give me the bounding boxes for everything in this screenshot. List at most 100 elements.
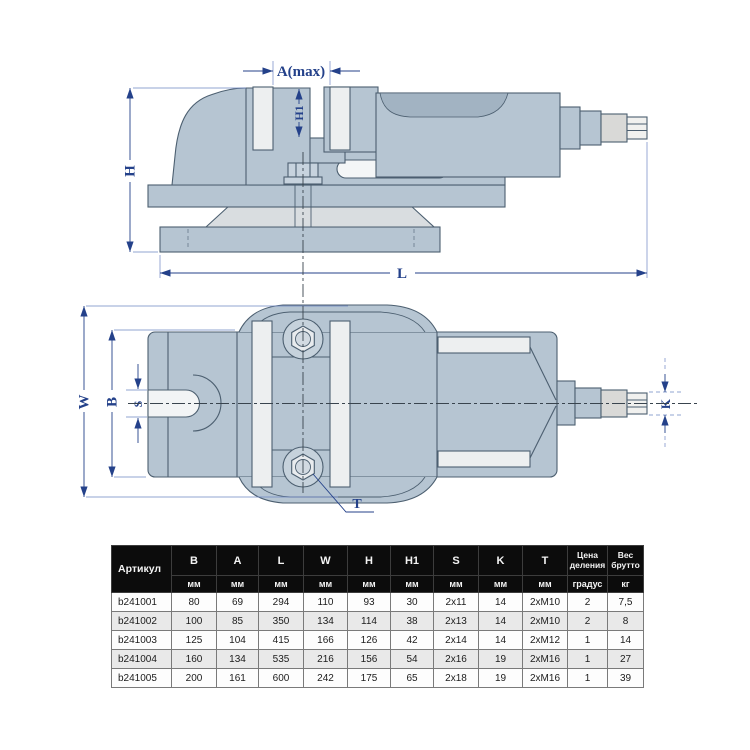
dim-l bbox=[159, 142, 648, 278]
value-cell: 350 bbox=[258, 611, 304, 631]
value-cell: 38 bbox=[390, 611, 434, 631]
value-cell: 156 bbox=[347, 649, 391, 669]
dim-b bbox=[108, 329, 235, 478]
value-cell: 2 bbox=[567, 592, 608, 612]
swivel-base bbox=[204, 204, 436, 228]
value-cell: 2xM12 bbox=[522, 630, 568, 650]
value-cell: 14 bbox=[478, 630, 523, 650]
unit-a: мм bbox=[216, 575, 259, 593]
value-cell: 85 bbox=[216, 611, 259, 631]
screw-boss bbox=[556, 380, 576, 426]
top-view bbox=[147, 304, 648, 504]
value-cell: 2x16 bbox=[433, 649, 479, 669]
value-cell: 600 bbox=[258, 668, 304, 688]
slide-bar bbox=[147, 184, 506, 208]
dim-label-t: T bbox=[352, 497, 362, 512]
guide-rail-bottom bbox=[437, 450, 531, 468]
value-cell: 2 bbox=[567, 611, 608, 631]
col-header-scale-division: Цена деления bbox=[567, 545, 608, 576]
col-header-h: H bbox=[347, 545, 391, 576]
col-header-w: W bbox=[303, 545, 348, 576]
dim-label-h1: H1 bbox=[292, 105, 306, 120]
value-cell: 1 bbox=[567, 649, 608, 669]
value-cell: 200 bbox=[171, 668, 217, 688]
col-header-s: S bbox=[433, 545, 479, 576]
value-cell: 14 bbox=[607, 630, 644, 650]
article-cell: b241004 bbox=[111, 649, 172, 669]
value-cell: 93 bbox=[347, 592, 391, 612]
dim-a-max bbox=[243, 61, 360, 85]
col-header-b: B bbox=[171, 545, 217, 576]
value-cell: 134 bbox=[303, 611, 348, 631]
unit-gross-weight: кг bbox=[607, 575, 644, 593]
value-cell: 54 bbox=[390, 649, 434, 669]
col-header-k: K bbox=[478, 545, 523, 576]
dim-h bbox=[126, 87, 246, 253]
unit-k: мм bbox=[478, 575, 523, 593]
value-cell: 2xM10 bbox=[522, 592, 568, 612]
value-cell: 415 bbox=[258, 630, 304, 650]
unit-l: мм bbox=[258, 575, 304, 593]
header-row-labels: Артикул B A L W H H1 S K T Цена деления … bbox=[111, 545, 644, 593]
value-cell: 80 bbox=[171, 592, 217, 612]
value-cell: 166 bbox=[303, 630, 348, 650]
dim-t-leader bbox=[312, 473, 374, 513]
value-cell: 242 bbox=[303, 668, 348, 688]
dim-label-a-max: A(max) bbox=[277, 64, 325, 80]
unit-t: мм bbox=[522, 575, 568, 593]
value-cell: 2x13 bbox=[433, 611, 479, 631]
value-cell: 110 bbox=[303, 592, 348, 612]
base-plate bbox=[159, 226, 441, 253]
screw-square-end bbox=[626, 116, 648, 140]
unit-w: мм bbox=[303, 575, 348, 593]
vise-technical-drawing: A(max) H1 H L bbox=[77, 61, 700, 513]
value-cell: 69 bbox=[216, 592, 259, 612]
value-cell: 216 bbox=[303, 649, 348, 669]
article-cell: b241005 bbox=[111, 668, 172, 688]
col-header-t: T bbox=[522, 545, 568, 576]
col-header-l: L bbox=[258, 545, 304, 576]
value-cell: 14 bbox=[478, 592, 523, 612]
dim-label-w: W bbox=[77, 395, 93, 410]
unit-h: мм bbox=[347, 575, 391, 593]
dim-w bbox=[80, 305, 348, 498]
value-cell: 1 bbox=[567, 668, 608, 688]
value-cell: 19 bbox=[478, 668, 523, 688]
value-cell: 2x11 bbox=[433, 592, 479, 612]
screw-step2 bbox=[579, 110, 602, 146]
article-cell: b241002 bbox=[111, 611, 172, 631]
value-cell: 7,5 bbox=[607, 592, 644, 612]
col-header-a: A bbox=[216, 545, 259, 576]
value-cell: 2xM10 bbox=[522, 611, 568, 631]
side-view bbox=[147, 86, 648, 253]
plate-strip-right bbox=[329, 320, 351, 488]
col-header-article: Артикул bbox=[111, 545, 172, 593]
value-cell: 100 bbox=[171, 611, 217, 631]
value-cell: 1 bbox=[567, 630, 608, 650]
value-cell: 8 bbox=[607, 611, 644, 631]
value-cell: 2xM16 bbox=[522, 668, 568, 688]
value-cell: 39 bbox=[607, 668, 644, 688]
header-row-units: мм мм мм мм мм мм мм мм мм градус кг bbox=[112, 575, 644, 593]
top-view-dimensions bbox=[80, 305, 681, 513]
value-cell: 2xM16 bbox=[522, 649, 568, 669]
value-cell: 19 bbox=[478, 649, 523, 669]
dim-label-h: H bbox=[123, 165, 139, 177]
dim-label-b: B bbox=[105, 397, 121, 407]
value-cell: 65 bbox=[390, 668, 434, 688]
col-header-h1: H1 bbox=[390, 545, 434, 576]
value-cell: 160 bbox=[171, 649, 217, 669]
value-cell: 104 bbox=[216, 630, 259, 650]
unit-b: мм bbox=[171, 575, 217, 593]
value-cell: 14 bbox=[478, 611, 523, 631]
screw-collar bbox=[600, 113, 628, 143]
screw-shaft bbox=[574, 387, 602, 419]
value-cell: 114 bbox=[347, 611, 391, 631]
value-cell: 161 bbox=[216, 668, 259, 688]
